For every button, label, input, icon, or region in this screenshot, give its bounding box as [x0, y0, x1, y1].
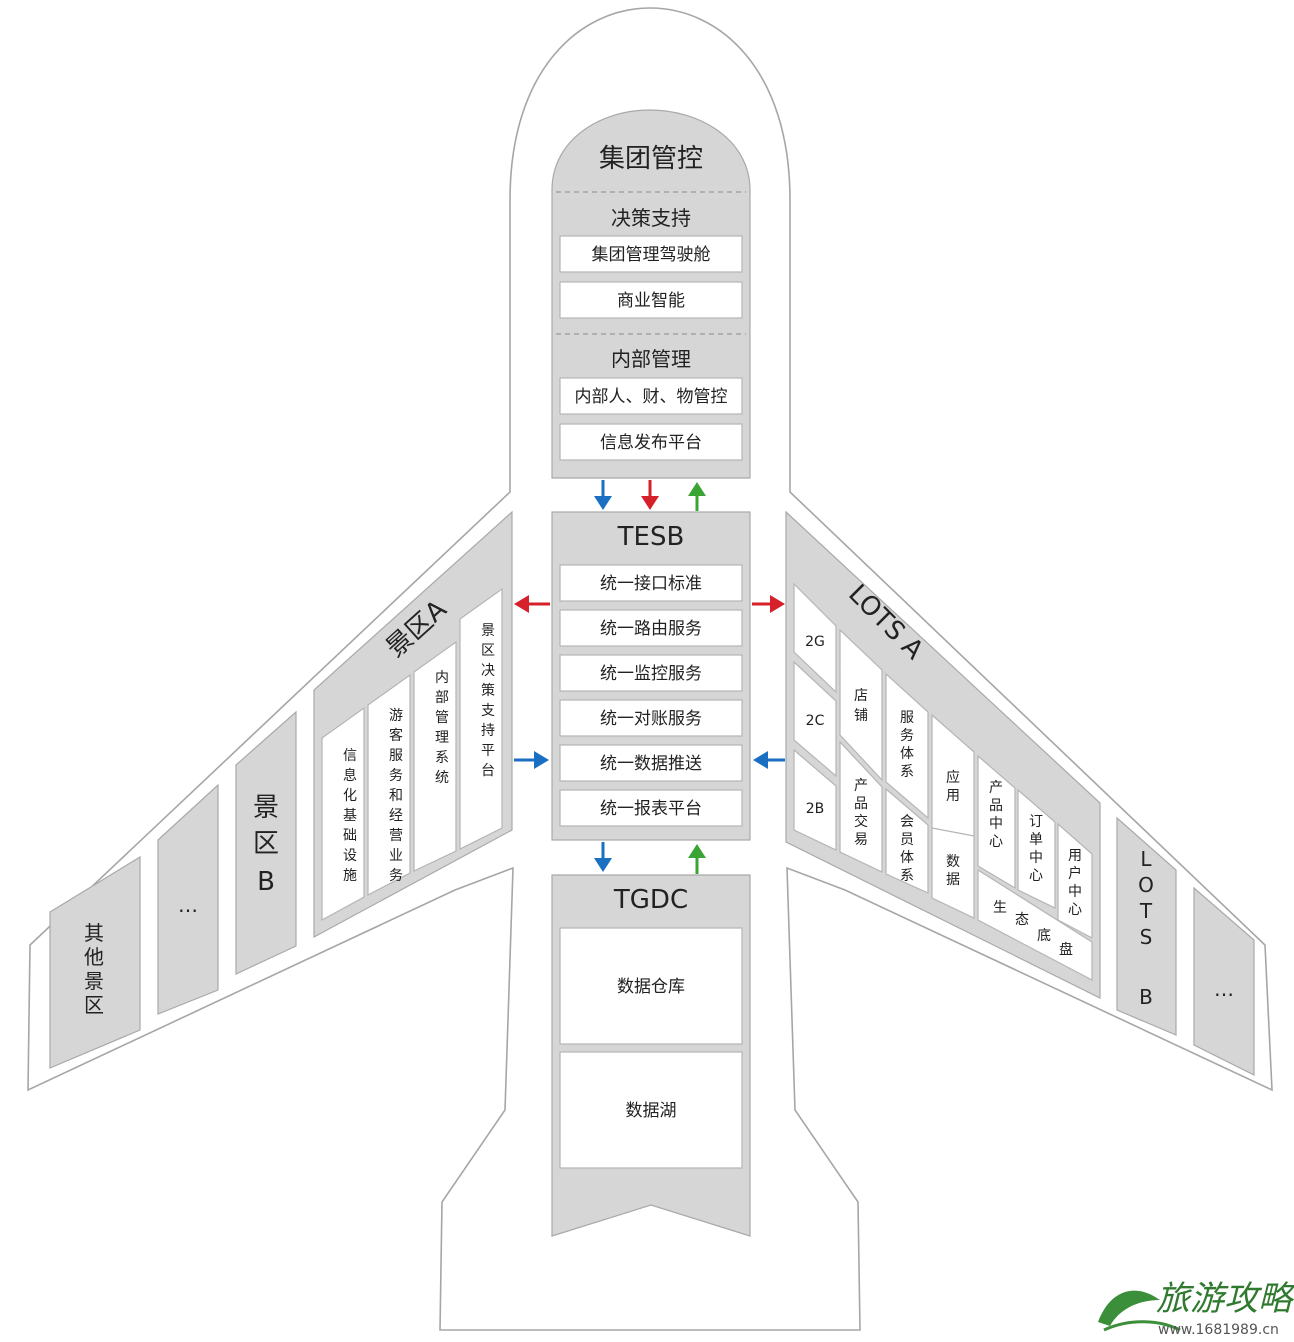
scenic-a-col-1-label: 信息化基础设施 [343, 748, 357, 884]
tesb-tgdc-arrows [594, 842, 706, 874]
lots-store-label: 店铺 [854, 688, 868, 724]
tesb-box-2 [559, 609, 743, 647]
tesb-box-6 [559, 789, 743, 827]
tgdc-box-2 [559, 1051, 743, 1169]
tesb-title: TESB [617, 522, 685, 552]
lots-product-center-box [977, 754, 1016, 890]
lots-order-center-box [1017, 788, 1056, 909]
tgdc-item-2: 数据湖 [626, 1101, 677, 1121]
tesb-item-1: 统一接口标准 [600, 574, 702, 594]
lots-b-panel [1116, 816, 1177, 1036]
tesb-box-3 [559, 654, 743, 692]
lots-2b-label: 2B [806, 801, 825, 817]
decision-box-1 [559, 235, 743, 273]
tesb-item-4: 统一对账服务 [600, 709, 702, 729]
scenic-more-label: … [178, 893, 198, 917]
scenic-b-panel [235, 710, 297, 975]
lots-service-label: 服务体系 [900, 710, 914, 780]
lots-member-box [885, 787, 929, 894]
lots-2b-box [793, 748, 837, 851]
watermark-text: 旅游攻略 [1156, 1279, 1294, 1319]
head-tesb-arrows [594, 480, 706, 511]
tgdc-box-1 [559, 927, 743, 1045]
lots-store-box [839, 628, 883, 782]
lots-2g-box [793, 582, 837, 694]
lots-user-center-box [1057, 822, 1093, 939]
internal-title: 内部管理 [611, 347, 691, 371]
lots-2g-label: 2G [805, 634, 825, 650]
scenic-more-panel [157, 783, 219, 1015]
tesb-box-4 [559, 699, 743, 737]
scenic-a-col-4-label: 景区决策支持平台 [481, 623, 495, 779]
lots-app-data-box [931, 713, 975, 919]
tgdc-item-1: 数据仓库 [617, 977, 685, 997]
mountain-logo-icon [1098, 1290, 1160, 1326]
lots-2c-box [793, 660, 837, 778]
lots-base-box [977, 868, 1093, 981]
decision-title: 决策支持 [611, 206, 691, 230]
lots-app-label: 应用 [946, 769, 960, 804]
scenic-other-panel [49, 855, 141, 1069]
scenic-a-col-3 [413, 640, 457, 872]
tesb-wing-arrows [514, 595, 785, 769]
internal-item-1: 内部人、财、物管控 [575, 387, 728, 407]
scenic-a-col-4 [459, 587, 503, 850]
lots-trade-box [839, 740, 883, 873]
tesb-item-2: 统一路由服务 [600, 619, 702, 639]
scenic-a-col-2 [367, 673, 411, 896]
tesb-item-6: 统一报表平台 [600, 799, 702, 819]
lots-more-panel [1193, 886, 1255, 1076]
lots-more-label: … [1214, 977, 1234, 1001]
lots-2c-label: 2C [806, 713, 825, 729]
lots-base-label: 生态底盘 [993, 900, 1073, 958]
scenic-a-col-1 [321, 706, 365, 922]
tgdc-title: TGDC [613, 885, 688, 915]
decision-item-1: 集团管理驾驶舱 [592, 245, 711, 265]
watermark: 旅游攻略 www.1681989.cn [1098, 1279, 1294, 1338]
head-title: 集团管控 [599, 144, 703, 174]
internal-box-2 [559, 423, 743, 461]
tesb-box-5 [559, 744, 743, 782]
tesb-item-3: 统一监控服务 [600, 664, 702, 684]
lots-product-center-label: 产品中心 [989, 780, 1003, 850]
lots-data-label: 数据 [946, 854, 960, 888]
tesb-item-5: 统一数据推送 [600, 754, 702, 774]
internal-box-1 [559, 377, 743, 415]
scenic-a-col-2-label: 游客服务和经营业务 [389, 708, 403, 884]
lots-service-box [885, 672, 929, 820]
watermark-url: www.1681989.cn [1158, 1322, 1279, 1338]
lots-member-label: 会员体系 [900, 814, 914, 884]
tesb-box-1 [559, 564, 743, 602]
scenic-other-label: 其他景区 [84, 921, 104, 1017]
decision-item-2: 商业智能 [617, 291, 685, 311]
lots-trade-label: 产品交易 [854, 778, 868, 848]
lots-user-center-label: 用户中心 [1068, 848, 1082, 918]
lots-order-center-label: 订单中心 [1029, 814, 1043, 884]
internal-item-2: 信息发布平台 [600, 433, 702, 453]
scenic-a-col-3-label: 内部管理系统 [435, 670, 449, 786]
decision-box-2 [559, 281, 743, 319]
